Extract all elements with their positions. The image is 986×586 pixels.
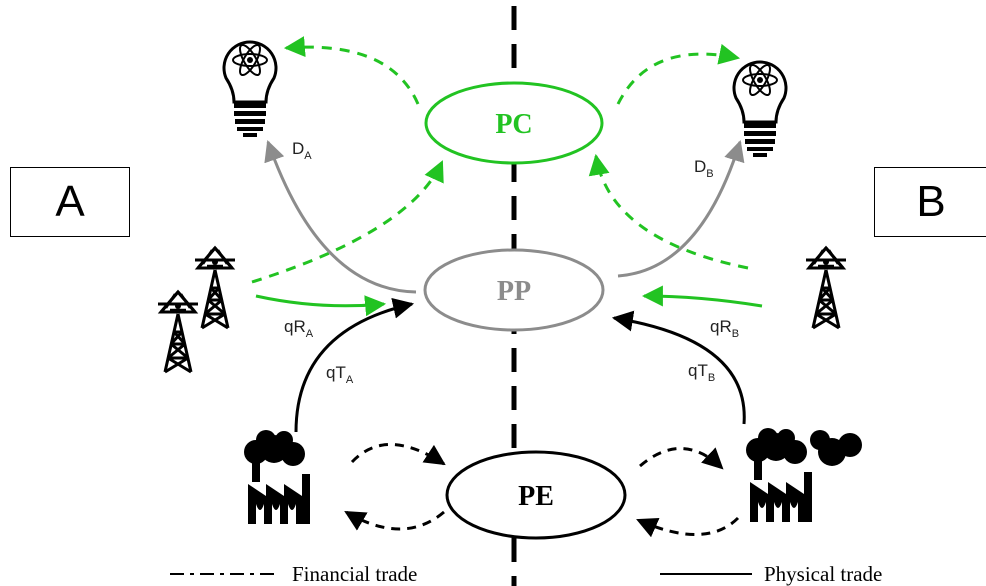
lightbulb-atom-icon [732, 60, 788, 159]
region-b-box: B [874, 167, 986, 237]
region-a-box: A [10, 167, 130, 237]
factory-icon [746, 428, 812, 522]
legend: Financial trade Physical trade [170, 562, 882, 586]
factory-icon [244, 430, 310, 524]
pc-to-consumer-a-arrow [283, 36, 420, 105]
renewable-b-to-pc-arrow [588, 153, 749, 270]
pc-node: PC [424, 81, 604, 165]
thermal-a-to-pp-arrow [294, 297, 415, 433]
thermal-physical-flows [294, 297, 746, 433]
lightbulb-atom-icon [222, 40, 278, 139]
consumer-financial-flows [251, 36, 749, 284]
factory-smoke-extra [810, 430, 862, 466]
thermal-b-to-pp-arrow [611, 310, 746, 425]
flow-label-d-b: DB [694, 157, 714, 180]
emission-financial-flows [344, 443, 740, 538]
renewable-physical-flows [255, 285, 763, 317]
pe-node: PE [445, 450, 627, 540]
flow-label-qt-a: qTA [326, 363, 354, 386]
flow-label-d-a: DA [292, 139, 312, 162]
pp-to-consumer-a-arrow [264, 140, 417, 294]
demand-flows [264, 139, 745, 294]
pp-to-consumer-b-arrow [617, 139, 745, 278]
region-b-label: B [916, 177, 946, 226]
region-a-label: A [55, 177, 85, 226]
pp-label: PP [497, 276, 531, 307]
wind-turbine-icon [193, 246, 237, 330]
pe-label: PE [518, 481, 554, 512]
legend-financial-label: Financial trade [292, 562, 417, 586]
pc-to-consumer-b-arrow [616, 43, 741, 105]
flow-label-qr-b: qRB [710, 317, 739, 340]
legend-physical-label: Physical trade [764, 562, 882, 586]
renewable-a-to-pp-arrow [255, 294, 387, 317]
flow-label-qr-a: qRA [284, 317, 314, 340]
wind-turbine-icon [804, 246, 848, 330]
renewable-a-to-pc-arrow [251, 160, 444, 284]
flow-label-qt-b: qTB [688, 361, 715, 384]
renewable-b-to-pp-arrow [641, 285, 763, 308]
pp-node: PP [423, 248, 605, 332]
pc-label: PC [495, 109, 532, 140]
wind-turbine-icon [156, 290, 200, 374]
